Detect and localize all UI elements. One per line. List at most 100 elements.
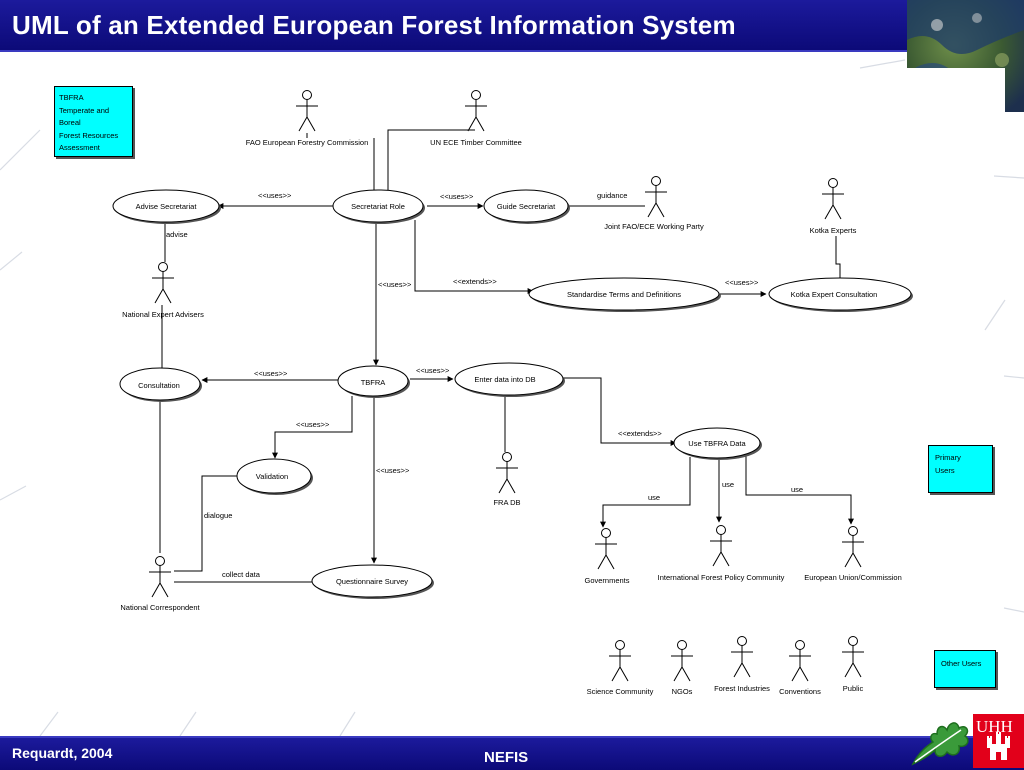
actor-fao-icon[interactable]	[296, 90, 318, 132]
actor-label-forest-industries: Forest Industries	[714, 684, 770, 693]
extends-standardise-arrow	[414, 220, 534, 294]
usecase-label-advise: Advise Secretariat	[136, 202, 198, 211]
footer-center-label: NEFIS	[484, 749, 529, 766]
usecase-secretariat-role[interactable]	[332, 189, 425, 224]
note-tbfra-line-3: Boreal	[59, 118, 81, 127]
note-other-line-1: Other Users	[941, 659, 982, 668]
actor-ngos-icon[interactable]	[671, 640, 693, 682]
usecase-label-guide: Guide Secretariat	[497, 202, 556, 211]
extends-use-tbfra-arrow	[563, 377, 677, 446]
actor-forest-industries-icon[interactable]	[731, 636, 753, 678]
rel-label-uses-guide: <<uses>>	[440, 192, 474, 201]
background-decoration	[0, 59, 1024, 736]
footer-bar: Requardt, 2004 NEFIS	[0, 736, 1024, 770]
note-tbfra-line-5: Assessment	[59, 143, 100, 152]
rel-label-use-ifpc: use	[722, 480, 734, 489]
rel-label-uses-consultation: <<uses>>	[254, 369, 288, 378]
actor-label-ngos: NGOs	[672, 687, 693, 696]
uses-validation-arrow	[272, 396, 353, 459]
usecase-standardise[interactable]	[528, 277, 721, 312]
rel-label-use-eu: use	[791, 485, 803, 494]
slide-title: UML of an Extended European Forest Infor…	[12, 10, 736, 40]
note-primary-line-2: Users	[935, 465, 955, 475]
rel-label-extends-standardise: <<extends>>	[453, 277, 497, 286]
rel-label-collect-data: collect data	[222, 570, 261, 579]
usecase-label-enter-data: Enter data into DB	[474, 375, 535, 384]
usecase-label-questionnaire: Questionnaire Survey	[336, 577, 408, 586]
usecase-enter-data[interactable]	[454, 362, 565, 397]
actor-label-science: Science Community	[587, 687, 654, 696]
actor-ifpc-icon[interactable]	[710, 525, 732, 567]
usecase-kotka-consultation[interactable]	[768, 277, 913, 312]
note-tbfra-line-4: Forest Resources	[59, 130, 119, 140]
actor-label-governments: Governments	[584, 576, 629, 585]
actor-governments-icon[interactable]	[595, 528, 617, 570]
actor-label-eu: European Union/Commission	[804, 573, 902, 582]
usecase-validation[interactable]	[236, 458, 313, 495]
actor-label-conventions: Conventions	[779, 687, 821, 696]
actor-public-icon[interactable]	[842, 636, 864, 678]
actor-joint-icon[interactable]	[645, 176, 667, 218]
actor-national-correspondent-icon[interactable]	[149, 556, 171, 598]
actor-label-fra-db: FRA DB	[493, 498, 520, 507]
use-governments-arrow	[600, 457, 691, 528]
oak-leaf-logo	[911, 722, 969, 766]
usecase-tbfra[interactable]	[337, 365, 410, 398]
note-other-users: Other Users	[934, 650, 996, 688]
actor-label-national-correspondent: National Correspondent	[120, 603, 200, 612]
rel-label-uses-validation: <<uses>>	[296, 420, 330, 429]
rel-label-uses-kotka: <<uses>>	[725, 278, 759, 287]
globe-image	[907, 0, 1024, 112]
actor-fra-db-icon[interactable]	[496, 452, 518, 494]
usecase-label-use-tbfra: Use TBFRA Data	[688, 439, 746, 448]
actor-unece-icon[interactable]	[465, 90, 487, 132]
rel-label-use-governments: use	[648, 493, 660, 502]
rel-label-extends-use-tbfra: <<extends>>	[618, 429, 662, 438]
actor-label-national-expert: National Expert Advisers	[122, 310, 204, 319]
rel-label-guidance: guidance	[597, 191, 627, 200]
usecase-advise-secretariat[interactable]	[112, 189, 221, 224]
usecase-consultation[interactable]	[119, 367, 202, 402]
note-tbfra: TBFRA Temperate and Boreal Forest Resour…	[54, 86, 133, 157]
usecase-guide-secretariat[interactable]	[483, 189, 570, 224]
actor-label-unece: UN ECE Timber Committee	[430, 138, 522, 147]
usecase-label-secretariat: Secretariat Role	[351, 202, 405, 211]
dialogue-line	[174, 475, 240, 572]
assoc-fao-secretariat	[306, 133, 375, 190]
castle-icon	[987, 732, 1010, 760]
actor-conventions-icon[interactable]	[789, 640, 811, 682]
actor-label-fao: FAO European Forestry Commission	[246, 138, 369, 147]
actor-label-joint: Joint FAO/ECE Working Party	[604, 222, 704, 231]
note-tbfra-line-2: Temperate and	[59, 105, 110, 115]
actor-label-ifpc: International Forest Policy Community	[658, 573, 785, 582]
note-primary-users: Primary Users	[928, 445, 993, 493]
usecase-label-tbfra: TBFRA	[361, 378, 386, 387]
rel-label-uses-tbfra: <<uses>>	[378, 280, 412, 289]
rel-label-uses-questionnaire: <<uses>>	[376, 466, 410, 475]
actor-science-icon[interactable]	[609, 640, 631, 682]
actor-label-kotka: Kotka Experts	[810, 226, 857, 235]
actor-kotka-icon[interactable]	[822, 178, 844, 220]
use-eu-arrow	[745, 456, 854, 525]
note-tbfra-line-1: TBFRA	[59, 93, 84, 102]
footer-author: Requardt, 2004	[12, 745, 113, 761]
uhh-logo: UHH	[973, 714, 1024, 768]
rel-label-uses-enter-data: <<uses>>	[416, 366, 450, 375]
title-bar: UML of an Extended European Forest Infor…	[0, 0, 1024, 52]
usecase-label-consultation: Consultation	[138, 381, 180, 390]
usecase-use-tbfra[interactable]	[673, 427, 762, 460]
kotka-assoc-line	[835, 236, 841, 280]
usecase-questionnaire[interactable]	[311, 564, 434, 599]
rel-label-advise: advise	[166, 230, 188, 239]
note-primary-line-1: Primary	[935, 453, 961, 462]
actor-label-public: Public	[843, 684, 864, 693]
actor-national-expert-icon[interactable]	[152, 262, 174, 304]
assoc-unece-secretariat	[387, 129, 475, 190]
actor-eu-icon[interactable]	[842, 526, 864, 568]
usecase-label-kotka-consult: Kotka Expert Consultation	[791, 290, 878, 299]
usecase-label-standardise: Standardise Terms and Definitions	[567, 290, 681, 299]
usecase-label-validation: Validation	[256, 472, 288, 481]
rel-label-dialogue: dialogue	[204, 511, 232, 520]
uhh-logo-text: UHH	[976, 717, 1013, 736]
